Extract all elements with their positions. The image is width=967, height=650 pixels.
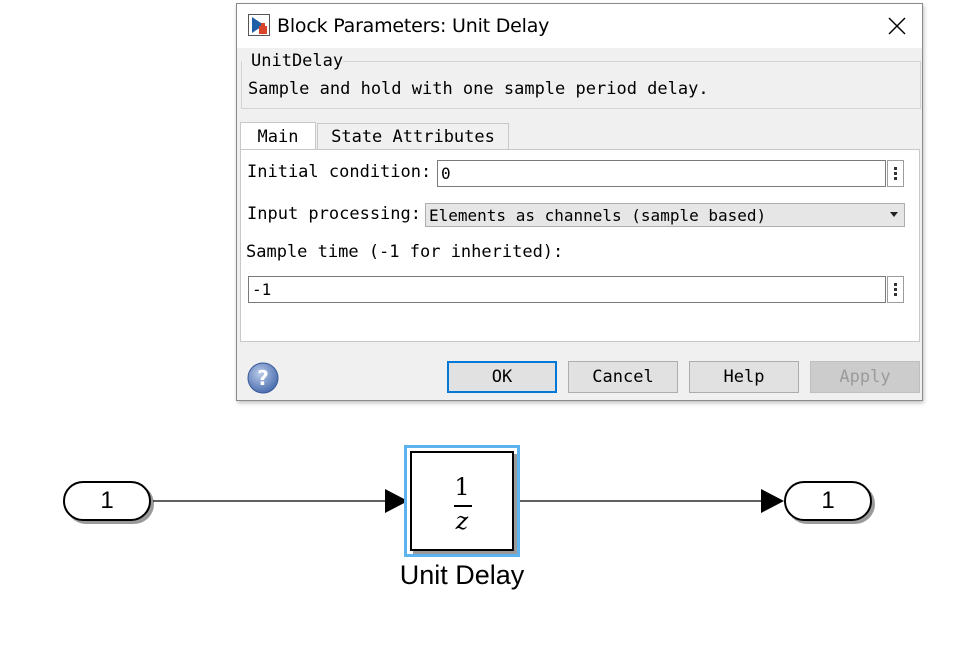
tab-state-attributes[interactable]: State Attributes [317, 123, 509, 150]
fraction-bar [454, 505, 472, 507]
input-processing-select[interactable]: Elements as channels (sample based) [425, 203, 905, 227]
sample-time-label: Sample time (-1 for inherited): [246, 242, 564, 262]
initial-condition-input[interactable]: 0 [437, 160, 886, 187]
transfer-numerator: 1 [454, 473, 470, 501]
chevron-down-icon [890, 212, 898, 217]
tab-main[interactable]: Main [240, 122, 316, 150]
close-icon [888, 17, 906, 35]
svg-text:?: ? [257, 366, 269, 390]
sample-time-more-button[interactable] [887, 276, 904, 303]
unit-delay-block[interactable]: 1 z [404, 445, 520, 557]
block-type-legend: UnitDelay [251, 51, 344, 71]
apply-button[interactable]: Apply [810, 361, 920, 393]
cancel-button[interactable]: Cancel [568, 361, 678, 393]
simulink-block-icon [248, 14, 270, 36]
input-arrowhead [385, 489, 408, 513]
description-group-border [343, 61, 921, 62]
close-button[interactable] [872, 4, 922, 48]
dialog-title: Block Parameters: Unit Delay [277, 15, 550, 37]
unit-delay-block-body: 1 z [410, 451, 514, 551]
description-group [241, 61, 921, 109]
output-arrowhead [761, 489, 784, 513]
help-icon[interactable]: ? [247, 362, 279, 394]
ok-button[interactable]: OK [447, 361, 557, 393]
transfer-denominator: z [455, 507, 469, 535]
main-tab-panel: Initial condition: 0 Input processing: E… [240, 149, 920, 342]
sample-time-input[interactable]: -1 [248, 276, 886, 303]
inport-block[interactable]: 1 [63, 481, 151, 521]
initial-condition-label: Initial condition: [247, 162, 432, 182]
help-button[interactable]: Help [689, 361, 799, 393]
block-parameters-dialog: Block Parameters: Unit Delay UnitDelay S… [236, 3, 923, 401]
initial-condition-more-button[interactable] [887, 160, 904, 187]
unit-delay-block-name[interactable]: Unit Delay [399, 560, 525, 590]
input-processing-value: Elements as channels (sample based) [429, 206, 767, 225]
title-bar[interactable]: Block Parameters: Unit Delay [237, 4, 922, 48]
block-description: Sample and hold with one sample period d… [248, 79, 709, 99]
outport-block[interactable]: 1 [784, 481, 872, 521]
input-processing-label: Input processing: [247, 204, 421, 224]
